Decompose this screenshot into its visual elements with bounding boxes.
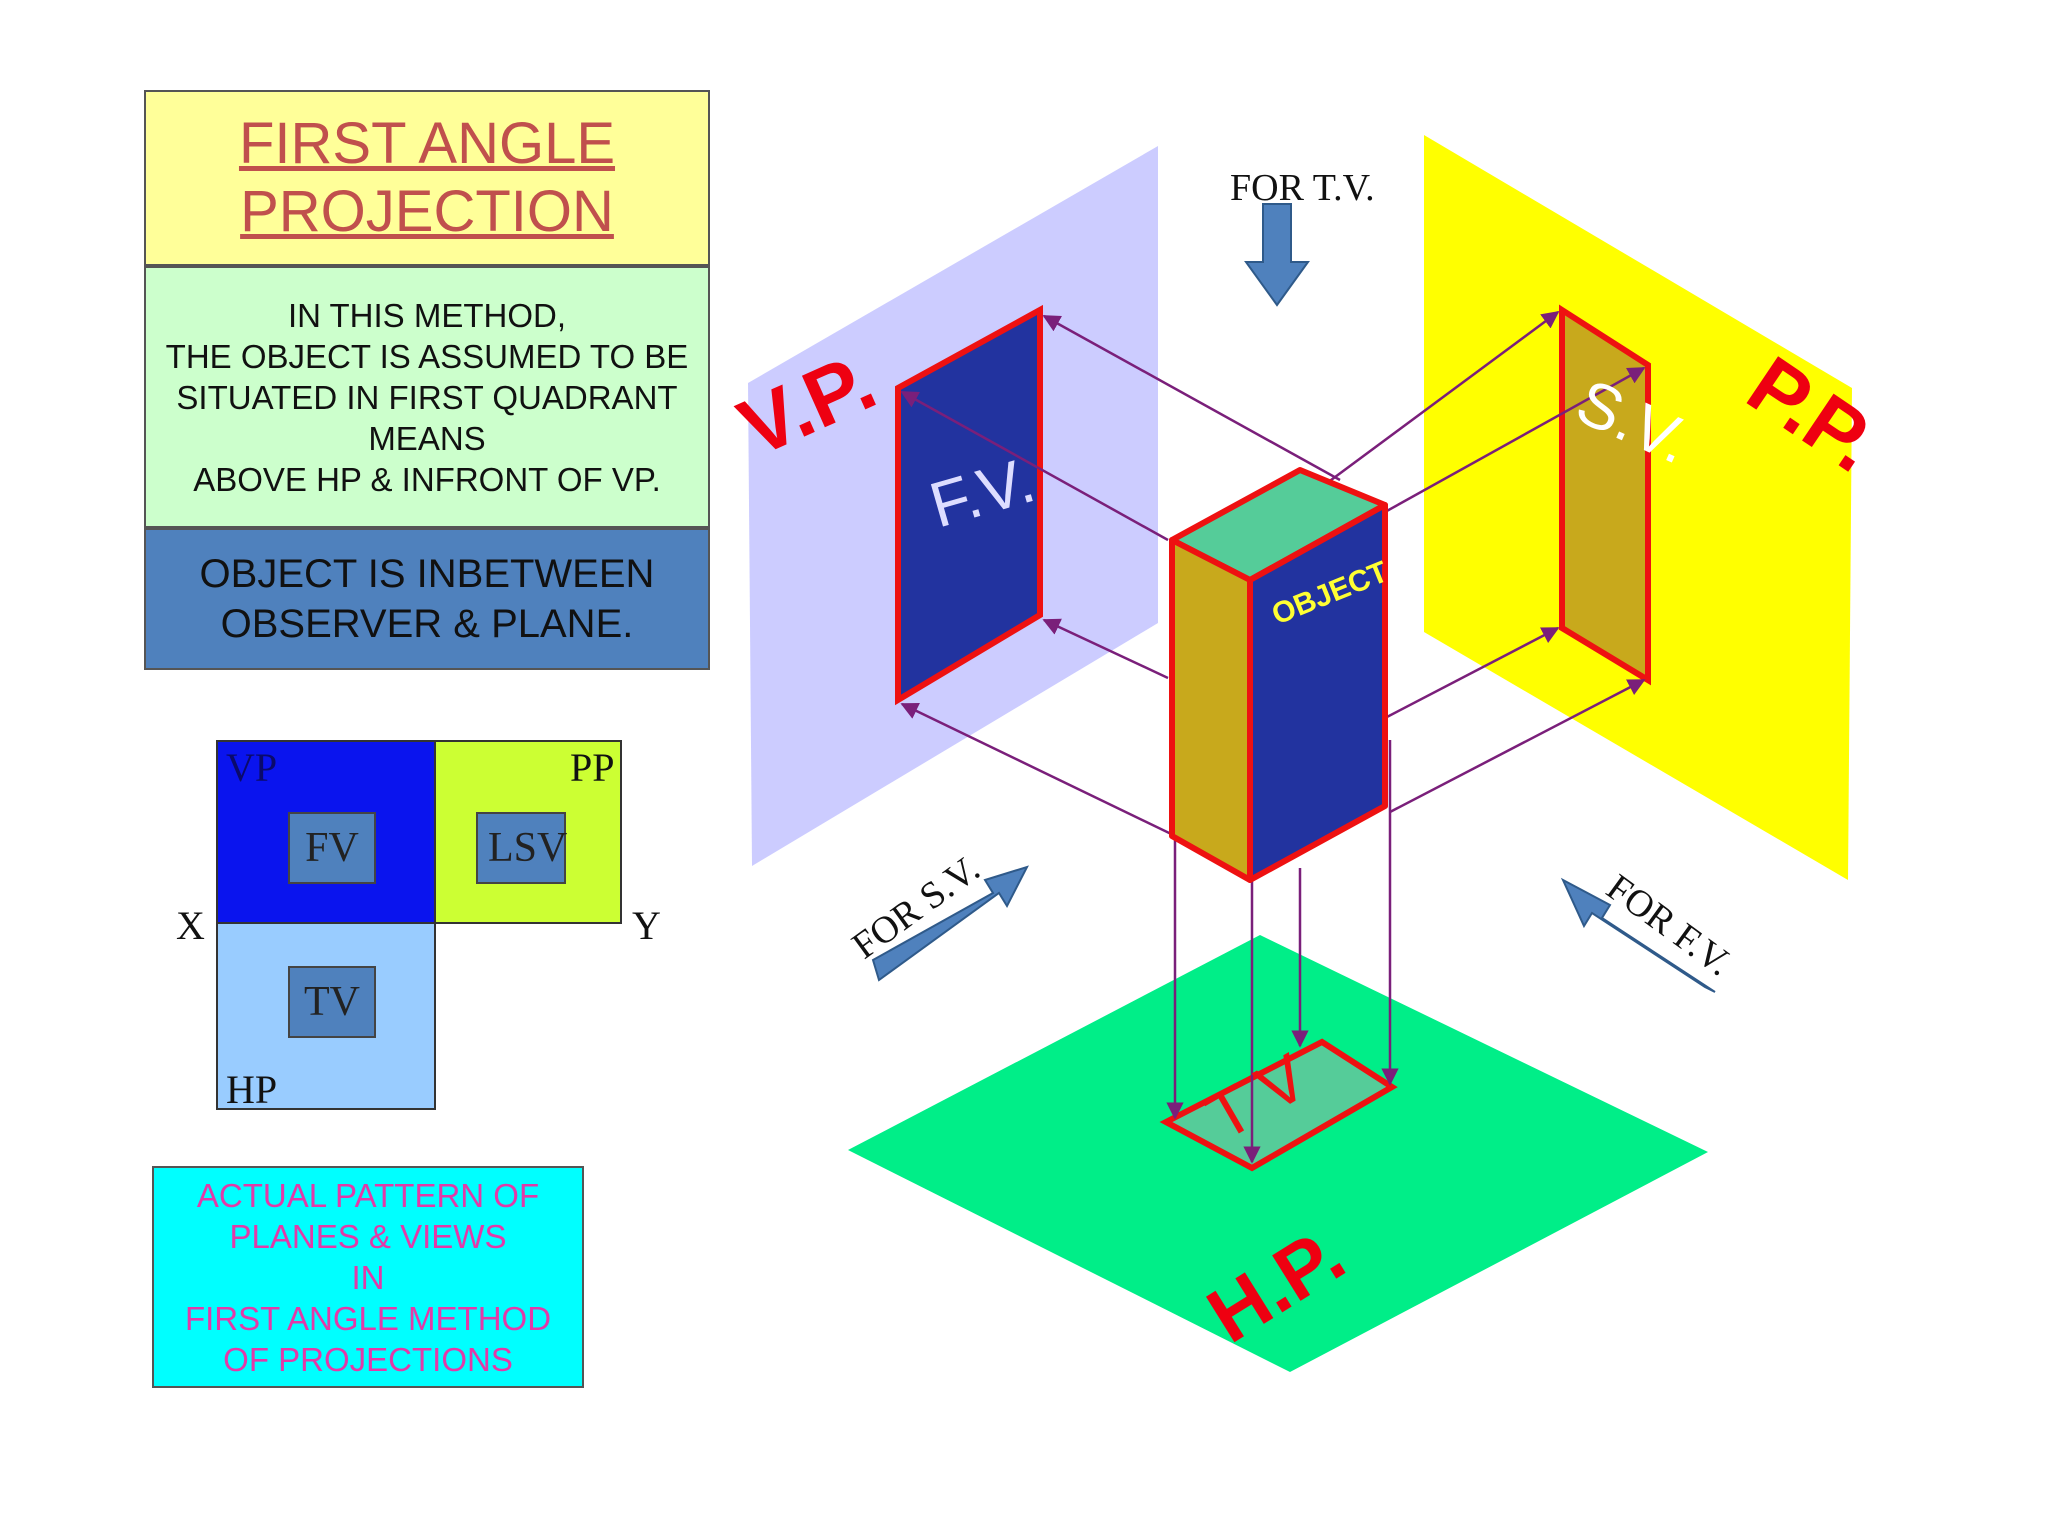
pattern-line: ACTUAL PATTERN OF: [196, 1176, 540, 1214]
method-line: SITUATED IN FIRST QUADRANT: [176, 378, 678, 416]
title-box: FIRST ANGLE PROJECTION: [144, 90, 710, 266]
fv-view: [895, 304, 1043, 706]
method-description-box: IN THIS METHOD, THE OBJECT IS ASSUMED TO…: [144, 266, 710, 528]
sv-view: [1559, 304, 1651, 686]
pattern-line: FIRST ANGLE METHOD: [184, 1299, 552, 1337]
hp-label-small: HP: [226, 1067, 278, 1112]
for-tv-label: FOR T.V.: [1230, 167, 1375, 209]
title-line-2: PROJECTION: [240, 179, 614, 244]
title-line-1: FIRST ANGLE: [238, 111, 616, 176]
for-fv-arrow: [1560, 877, 1716, 993]
pattern-line: IN: [351, 1258, 385, 1296]
vp-projectors: [900, 314, 1341, 874]
fv-box: FV: [288, 812, 376, 884]
object-note-box: OBJECT IS INBETWEEN OBSERVER & PLANE.: [144, 528, 710, 670]
pattern-line: PLANES & VIEWS: [229, 1217, 507, 1255]
method-line: THE OBJECT IS ASSUMED TO BE: [165, 337, 689, 375]
method-line: ABOVE HP & INFRONT OF VP.: [193, 460, 661, 498]
method-line: IN THIS METHOD,: [287, 296, 567, 334]
tv-box: TV: [288, 966, 376, 1038]
object-note-line: OBJECT IS INBETWEEN: [199, 552, 655, 596]
y-axis-label: Y: [632, 903, 661, 948]
object-side-face: [1169, 537, 1253, 883]
for-sv-arrow: [871, 865, 1029, 982]
for-tv-arrow: [1244, 203, 1310, 307]
method-line: MEANS: [368, 419, 486, 457]
object-note-line: OBSERVER & PLANE.: [220, 602, 634, 646]
pattern-line: OF PROJECTIONS: [223, 1340, 513, 1378]
object-prism: [1169, 467, 1388, 883]
object-front-face: [1247, 502, 1388, 883]
vp-label-small: VP: [226, 745, 278, 790]
for-fv-label: FOR F.V.: [1599, 866, 1739, 984]
pattern-note-box: ACTUAL PATTERN OF PLANES & VIEWS IN FIRS…: [152, 1166, 584, 1388]
x-axis-label: X: [176, 903, 205, 948]
lsv-box: LSV: [476, 812, 567, 884]
tv-view: [1159, 1038, 1398, 1172]
pp-label-small: PP: [570, 745, 615, 790]
